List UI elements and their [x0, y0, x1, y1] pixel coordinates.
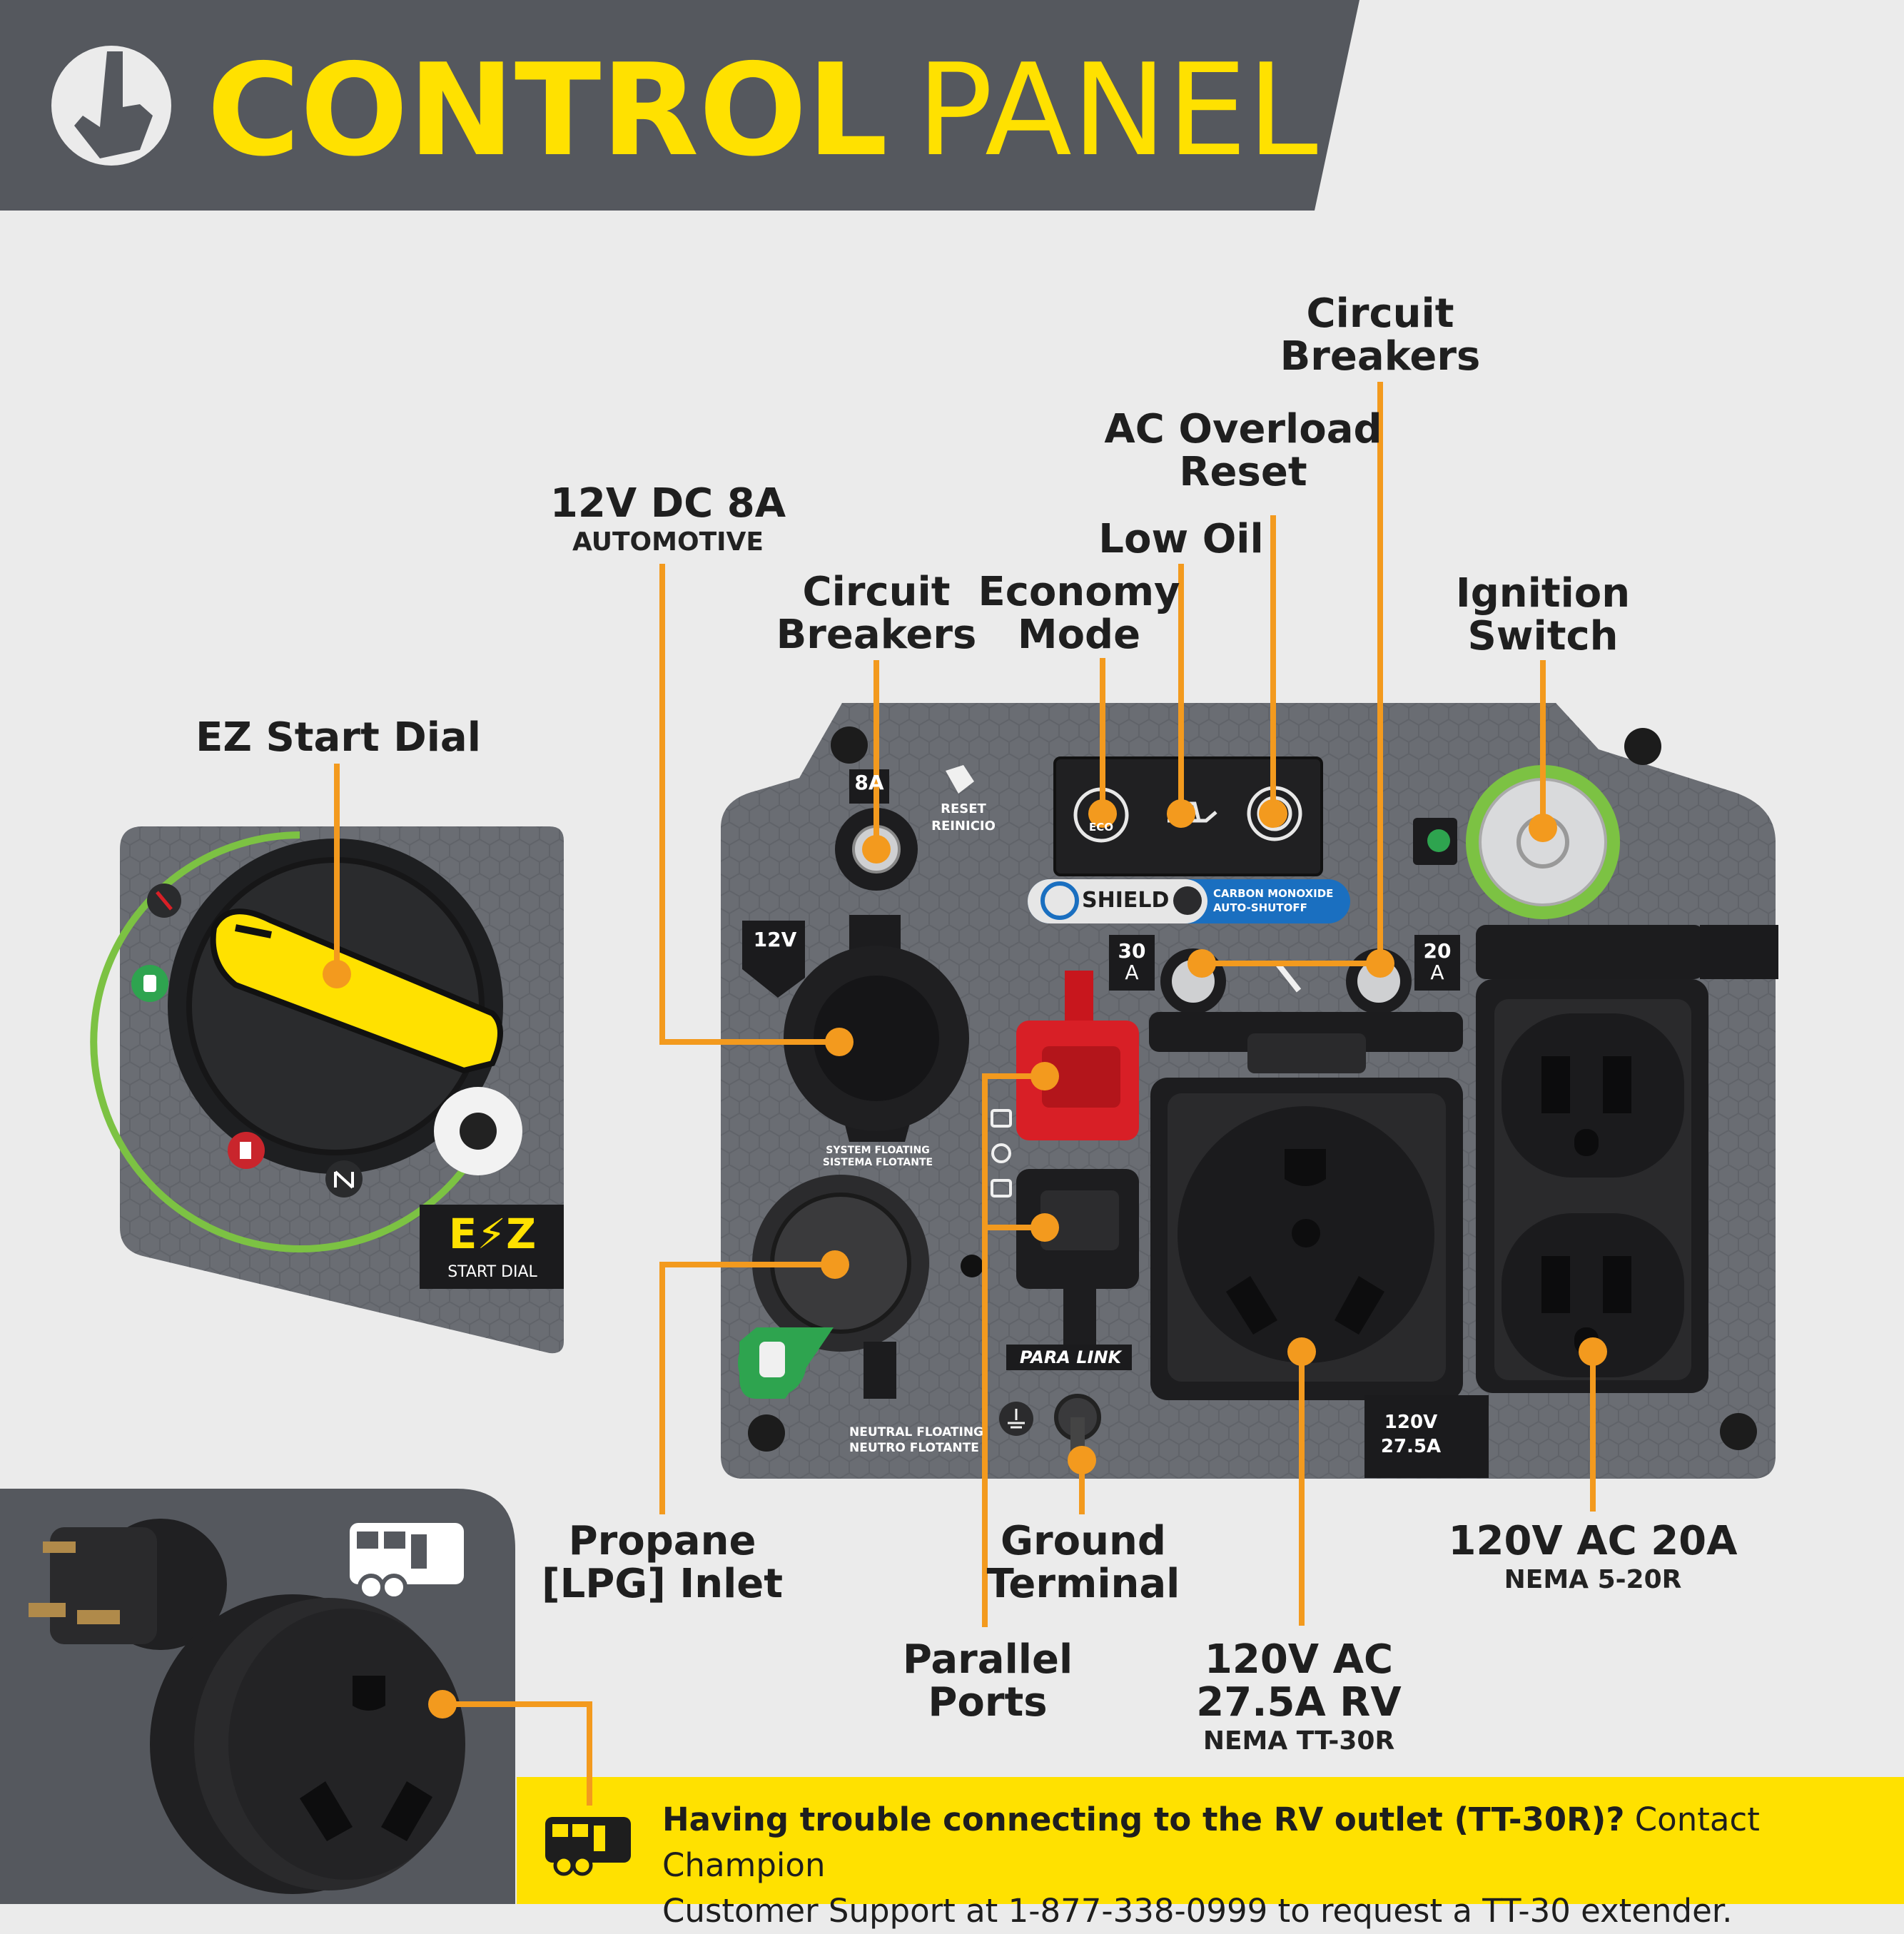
banner-contact-2: Customer Support at 1-877-338-0999 to re…	[662, 1892, 1733, 1930]
v12-badge: 12V	[753, 928, 797, 951]
support-banner	[517, 1777, 1904, 1904]
title-bold: CONTROL	[207, 36, 888, 184]
shield-logo: SHIELD	[1082, 888, 1170, 913]
title-light: PANEL	[916, 36, 1318, 184]
label-low-oil: Low Oil	[1098, 516, 1264, 562]
breaker-8a-label: 8A	[854, 771, 884, 794]
banner-contact-1: Contact Champion	[662, 1801, 1760, 1884]
header-band	[0, 0, 1359, 211]
label-duplex-outlet: 120V AC 20A NEMA 5-20R	[1448, 1518, 1738, 1595]
ez-logo: E⚡Z	[448, 1210, 537, 1258]
label-12v-dc: 12V DC 8A AUTOMOTIVE	[550, 480, 786, 557]
ez-logo-sub: START DIAL	[447, 1263, 537, 1281]
paralink-label: PARA LINK	[1019, 1347, 1122, 1367]
banner-rv-icon	[545, 1817, 631, 1876]
label-ez-start-dial: EZ Start Dial	[196, 714, 481, 761]
hand-pointer-icon	[51, 46, 171, 166]
rv-camper-icon	[350, 1523, 464, 1601]
label-propane-inlet: Propane[LPG] Inlet	[541, 1518, 784, 1607]
support-banner-text: Having trouble connecting to the RV outl…	[662, 1797, 1875, 1934]
eco-icon: ECO	[1088, 821, 1113, 834]
banner-question: Having trouble connecting to the RV outl…	[662, 1801, 1625, 1838]
ez-logo-box	[420, 1205, 564, 1289]
